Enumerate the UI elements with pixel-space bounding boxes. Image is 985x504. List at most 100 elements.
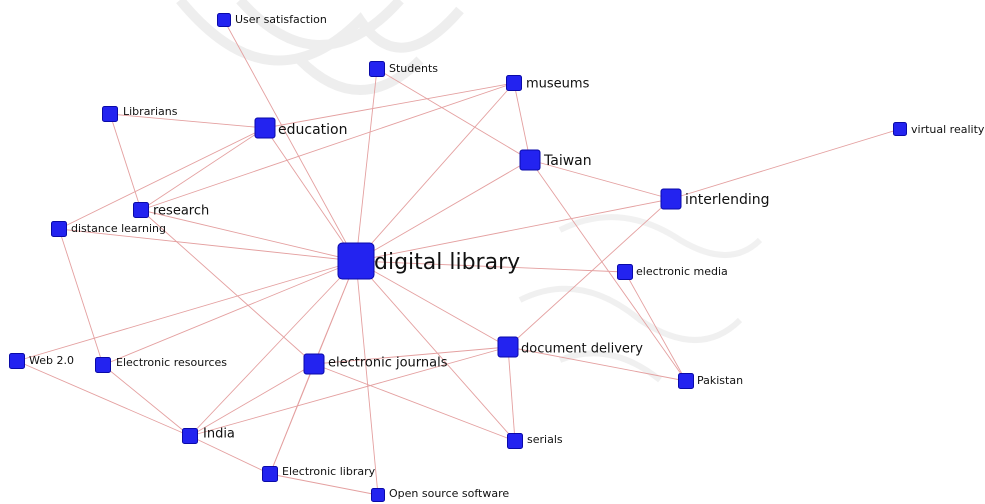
node-label: document delivery bbox=[521, 342, 643, 357]
edge-india-electronic-library bbox=[189, 435, 271, 475]
edge-digital-library-museums bbox=[355, 82, 515, 262]
node-marker[interactable] bbox=[893, 122, 907, 136]
node-marker[interactable] bbox=[303, 353, 325, 375]
node-marker[interactable] bbox=[506, 75, 522, 91]
node-marker[interactable] bbox=[369, 61, 385, 77]
node-pakistan[interactable]: Pakistan bbox=[678, 373, 744, 389]
node-marker[interactable] bbox=[660, 188, 682, 210]
node-marker[interactable] bbox=[371, 488, 385, 502]
node-label: Taiwan bbox=[543, 153, 592, 169]
node-marker[interactable] bbox=[337, 242, 375, 280]
edge-librarians-research bbox=[109, 113, 142, 211]
node-label: Pakistan bbox=[697, 374, 743, 387]
node-electronic-library[interactable]: Electronic library bbox=[262, 465, 376, 482]
edge-interlending-document-delivery bbox=[507, 198, 672, 348]
node-label: Students bbox=[389, 62, 438, 75]
edge-digital-library-open-source-software bbox=[355, 260, 379, 496]
node-label: India bbox=[203, 427, 235, 442]
edge-education-distance-learning bbox=[58, 127, 266, 230]
node-india[interactable]: India bbox=[182, 427, 235, 444]
edge-electronic-resources-india bbox=[102, 364, 191, 437]
node-marker[interactable] bbox=[9, 353, 25, 369]
node-label: Web 2.0 bbox=[29, 354, 74, 367]
node-taiwan[interactable]: Taiwan bbox=[519, 149, 592, 171]
edge-interlending-virtual-reality bbox=[670, 128, 901, 200]
edge-research-electronic-journals bbox=[140, 209, 315, 365]
edge-digital-library-serials bbox=[355, 260, 516, 442]
node-user-satisfaction[interactable]: User satisfaction bbox=[217, 13, 327, 27]
node-label: distance learning bbox=[71, 222, 166, 235]
node-label: interlending bbox=[685, 192, 770, 208]
node-marker[interactable] bbox=[617, 264, 633, 280]
edge-digital-library-user-satisfaction bbox=[223, 19, 357, 262]
edge-taiwan-interlending bbox=[529, 159, 672, 200]
node-label: serials bbox=[527, 433, 563, 446]
edge-electronic-journals-india bbox=[189, 363, 315, 437]
edge-education-librarians bbox=[109, 113, 266, 129]
node-marker[interactable] bbox=[254, 117, 276, 139]
nodes: digital library education Students museumsT… bbox=[9, 13, 985, 502]
edge-distance-learning-electronic-resources bbox=[58, 228, 104, 366]
edge-electronic-media-pakistan bbox=[624, 271, 687, 382]
node-marker[interactable] bbox=[678, 373, 694, 389]
node-label: electronic media bbox=[636, 265, 728, 278]
node-distance-learning[interactable]: distance learning bbox=[51, 221, 166, 237]
edge-museums-taiwan bbox=[513, 82, 531, 161]
node-label: Open source software bbox=[389, 487, 509, 500]
edge-digital-library-document-delivery bbox=[355, 260, 509, 348]
node-marker[interactable] bbox=[102, 106, 118, 122]
node-marker[interactable] bbox=[182, 428, 198, 444]
node-marker[interactable] bbox=[497, 336, 519, 358]
node-students[interactable]: Students bbox=[369, 61, 439, 77]
edge-document-delivery-serials bbox=[507, 346, 516, 442]
node-marker[interactable] bbox=[262, 466, 278, 482]
node-interlending[interactable]: interlending bbox=[660, 188, 770, 210]
edge-document-delivery-india bbox=[189, 346, 509, 437]
edge-taiwan-pakistan bbox=[529, 159, 687, 382]
node-marker[interactable] bbox=[519, 149, 541, 171]
node-marker[interactable] bbox=[133, 202, 149, 218]
node-museums[interactable]: museums bbox=[506, 75, 590, 92]
node-label: User satisfaction bbox=[235, 13, 327, 26]
edge-digital-library-web-2-0 bbox=[16, 260, 357, 362]
node-digital-library[interactable]: digital library bbox=[337, 242, 520, 280]
edge-education-museums bbox=[264, 82, 515, 129]
node-label: Electronic library bbox=[282, 465, 376, 478]
edge-electronic-journals-electronic-library bbox=[269, 363, 315, 475]
edge-digital-library-india bbox=[189, 260, 357, 437]
edge-museums-research bbox=[140, 82, 515, 211]
node-electronic-media[interactable]: electronic media bbox=[617, 264, 728, 280]
node-label: digital library bbox=[374, 250, 520, 275]
node-marker[interactable] bbox=[51, 221, 67, 237]
edge-students-taiwan bbox=[376, 68, 531, 161]
node-label: virtual reality bbox=[911, 123, 985, 136]
node-librarians[interactable]: Librarians bbox=[102, 105, 178, 122]
node-electronic-journals[interactable]: electronic journals bbox=[303, 353, 448, 375]
edge-digital-library-students bbox=[355, 68, 378, 262]
edges bbox=[16, 19, 901, 496]
node-label: Electronic resources bbox=[116, 356, 227, 369]
node-marker[interactable] bbox=[507, 433, 523, 449]
edge-digital-library-taiwan bbox=[355, 159, 531, 262]
node-marker[interactable] bbox=[95, 357, 111, 373]
edge-document-delivery-pakistan bbox=[507, 346, 687, 382]
edge-digital-library-electronic-resources bbox=[102, 260, 357, 366]
node-virtual-reality[interactable]: virtual reality bbox=[893, 122, 985, 137]
node-label: research bbox=[153, 204, 209, 219]
node-serials[interactable]: serials bbox=[507, 433, 563, 449]
node-marker[interactable] bbox=[217, 13, 231, 27]
node-education[interactable]: education bbox=[254, 117, 347, 139]
edge-digital-library-interlending bbox=[355, 198, 672, 262]
node-document-delivery[interactable]: document delivery bbox=[497, 336, 643, 358]
node-research[interactable]: research bbox=[133, 202, 210, 219]
edge-web-2-0-india bbox=[16, 360, 191, 437]
edge-electronic-library-open-source-software bbox=[269, 473, 379, 496]
edge-digital-library-education bbox=[264, 127, 357, 262]
node-label: electronic journals bbox=[328, 356, 448, 371]
node-electronic-resources[interactable]: Electronic resources bbox=[95, 356, 228, 373]
node-open-source-software[interactable]: Open source software bbox=[371, 487, 510, 502]
edge-education-research bbox=[140, 127, 266, 211]
node-label: museums bbox=[526, 77, 590, 92]
node-web-2-0[interactable]: Web 2.0 bbox=[9, 353, 74, 369]
